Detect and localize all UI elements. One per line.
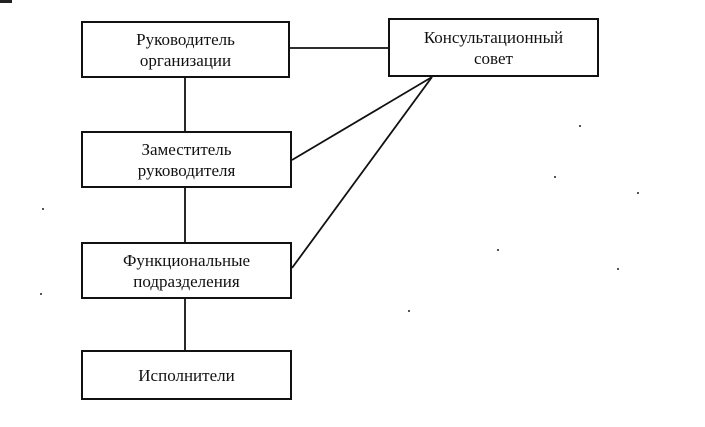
scan-speck [554,176,556,178]
scan-corner-mark [0,0,12,3]
node-functional: Функциональные подразделения [81,242,292,299]
node-head-label: Руководитель организации [136,29,235,70]
scan-speck [408,310,410,312]
scan-speck [637,192,639,194]
node-council-label: Консультационный совет [423,27,564,68]
node-deputy: Заместитель руководителя [81,131,292,188]
scan-speck [40,293,42,295]
node-deputy-label: Заместитель руководителя [137,139,236,180]
node-functional-label: Функциональные подразделения [122,250,251,291]
scan-speck [42,208,44,210]
node-executors-label: Исполнители [138,365,235,385]
edge-council-deputy [291,76,433,161]
node-executors: Исполнители [81,350,292,400]
scan-speck [497,249,499,251]
scan-speck [617,268,619,270]
node-head: Руководитель организации [81,21,290,78]
edge-council-functional [291,76,433,269]
scan-speck [579,125,581,127]
node-council: Консультационный совет [388,18,599,77]
